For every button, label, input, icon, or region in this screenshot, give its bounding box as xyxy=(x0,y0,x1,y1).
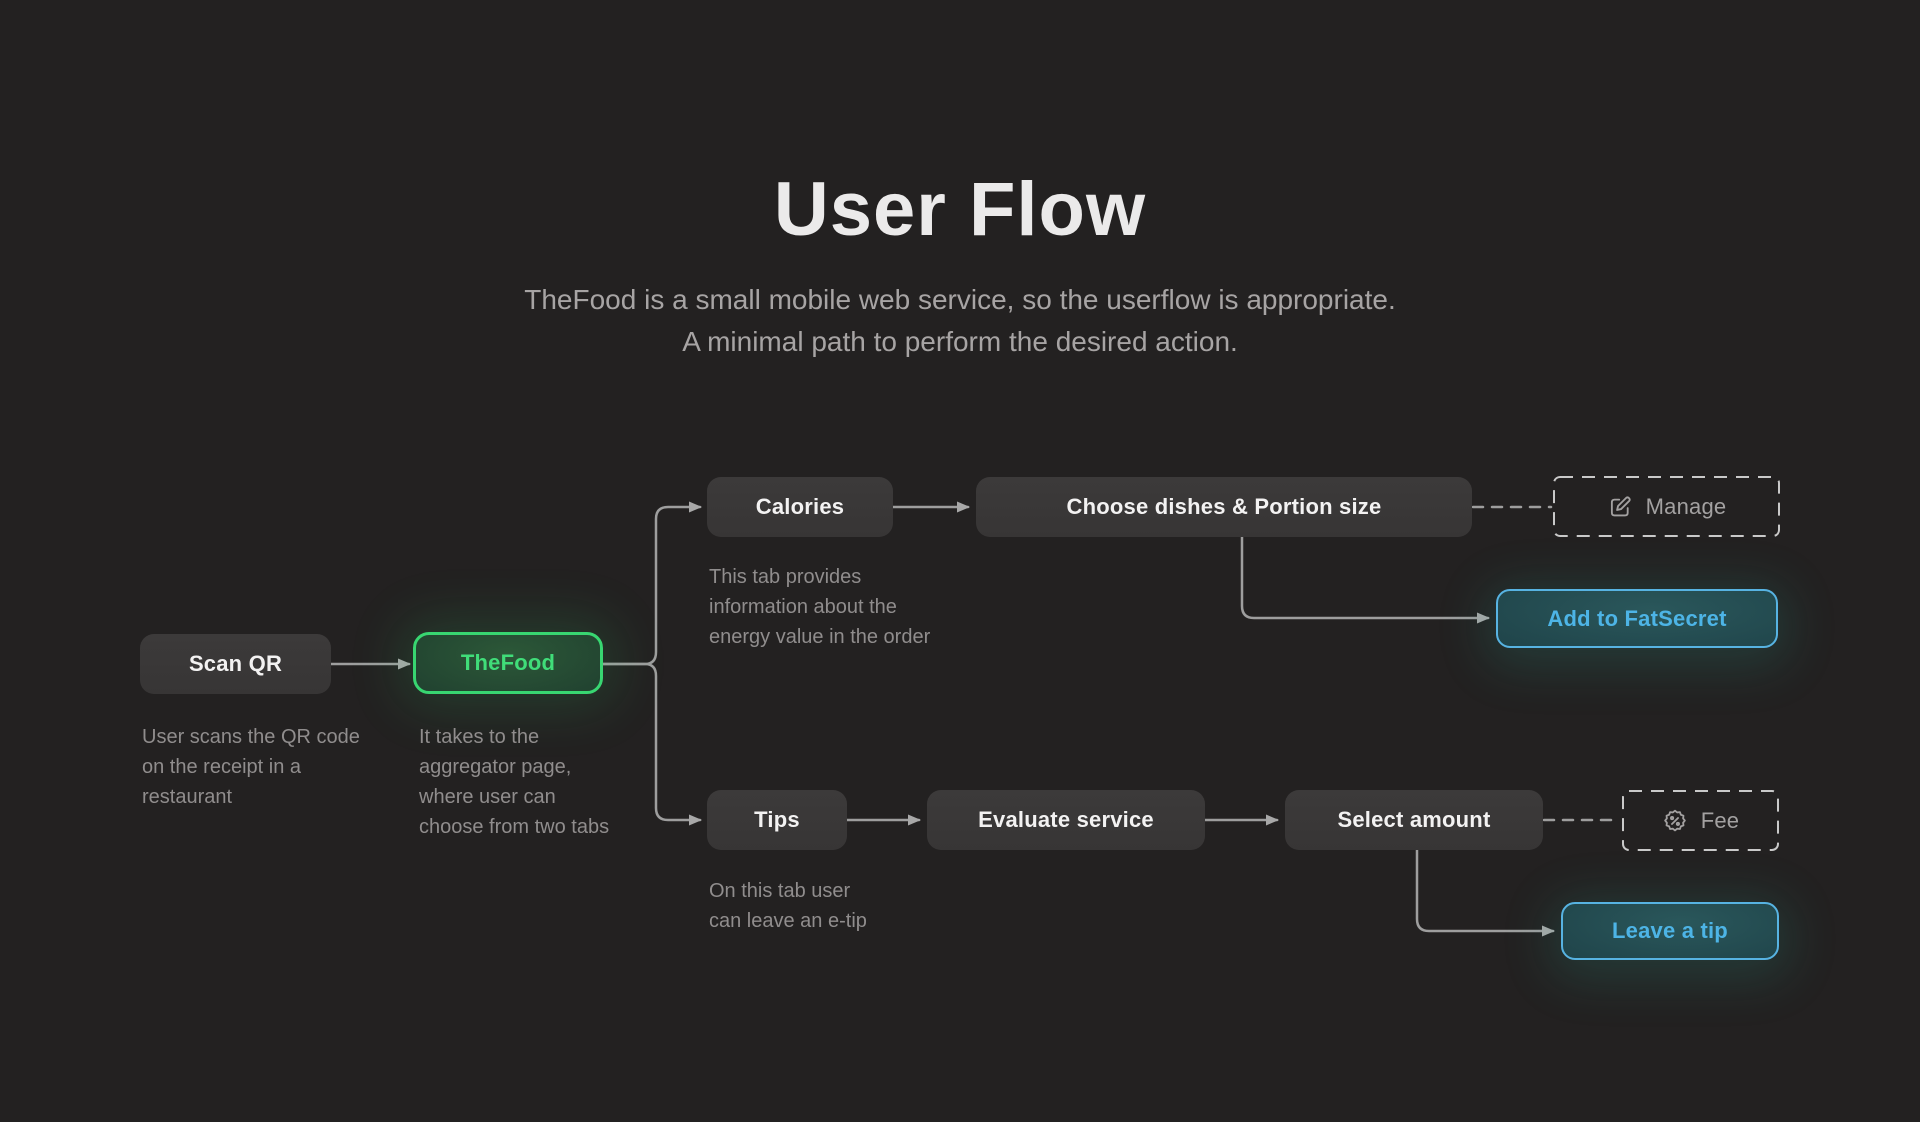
node-tips: Tips xyxy=(707,790,847,850)
caption-line: aggregator page, xyxy=(419,756,572,778)
node-manage: Manage xyxy=(1553,476,1780,537)
caption-line: on the receipt in a xyxy=(142,756,301,778)
caption-line: where user can xyxy=(419,786,556,808)
caption-line: can leave an e-tip xyxy=(709,910,867,932)
caption-line: information about the xyxy=(709,596,897,618)
node-manage-label: Manage xyxy=(1645,493,1727,519)
node-thefood: TheFood xyxy=(413,632,603,694)
caption-line: energy value in the order xyxy=(709,626,931,648)
node-add-fatsecret: Add to FatSecret xyxy=(1496,589,1778,648)
node-thefood-label: TheFood xyxy=(460,650,556,675)
node-add-fatsecret-label: Add to FatSecret xyxy=(1547,605,1727,631)
node-select-amount-label: Select amount xyxy=(1337,807,1491,832)
caption-thefood: It takes to the aggregator page, where u… xyxy=(419,722,609,842)
node-fee: Fee xyxy=(1622,790,1779,851)
node-evaluate-service-label: Evaluate service xyxy=(978,807,1154,832)
subtitle-line-2: A minimal path to perform the desired ac… xyxy=(682,326,1238,357)
page-title: User Flow xyxy=(773,167,1147,252)
caption-line: It takes to the xyxy=(419,726,540,748)
node-scan-qr: Scan QR xyxy=(140,634,331,694)
caption-line: On this tab user xyxy=(709,880,851,902)
node-scan-qr-label: Scan QR xyxy=(188,651,283,676)
caption-line: This tab provides xyxy=(709,566,862,588)
caption-tips: On this tab user can leave an e-tip xyxy=(709,876,867,936)
caption-scan-qr: User scans the QR code on the receipt in… xyxy=(142,722,360,812)
caption-line: User scans the QR code xyxy=(142,726,360,748)
page-subtitle: TheFood is a small mobile web service, s… xyxy=(0,279,1920,363)
node-calories: Calories xyxy=(707,477,893,537)
node-calories-label: Calories xyxy=(755,494,845,519)
caption-line: restaurant xyxy=(142,786,233,808)
edit-icon xyxy=(1607,494,1633,520)
caption-calories: This tab provides information about the … xyxy=(709,562,930,652)
connector-thefood-to-calories xyxy=(601,501,702,666)
caption-line: choose from two tabs xyxy=(419,816,610,838)
node-choose-dishes: Choose dishes & Portion size xyxy=(976,477,1472,537)
node-evaluate-service: Evaluate service xyxy=(927,790,1205,850)
subtitle-line-1: TheFood is a small mobile web service, s… xyxy=(524,284,1396,315)
connector-select-to-leavetip xyxy=(1415,848,1555,937)
connector-choose-to-addfatsecret xyxy=(1240,535,1490,624)
node-choose-dishes-label: Choose dishes & Portion size xyxy=(1066,494,1382,519)
node-leave-tip-label: Leave a tip xyxy=(1612,918,1728,943)
node-fee-label: Fee xyxy=(1700,807,1740,833)
node-tips-label: Tips xyxy=(754,807,800,832)
connector-thefood-to-tips xyxy=(601,662,702,826)
node-select-amount: Select amount xyxy=(1285,790,1543,850)
node-leave-tip: Leave a tip xyxy=(1561,902,1779,960)
percent-badge-icon xyxy=(1662,808,1688,834)
